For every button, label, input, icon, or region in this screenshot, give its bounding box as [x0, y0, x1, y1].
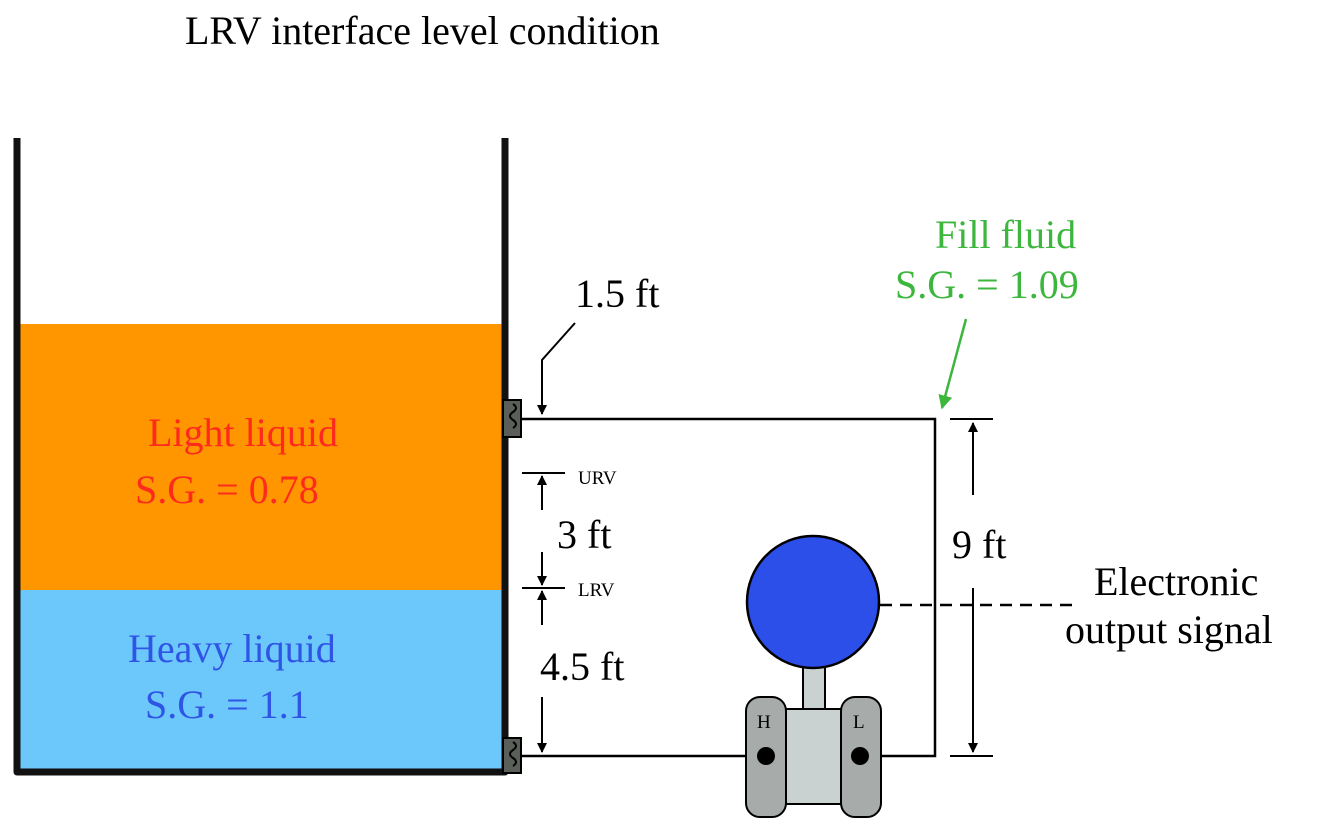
low-port-connection	[851, 747, 869, 765]
diagram-title: LRV interface level condition	[185, 8, 660, 53]
transmitter-body	[784, 708, 844, 805]
tap-separation-label: 9 ft	[952, 522, 1006, 567]
high-port-label: H	[757, 712, 771, 733]
urv-marker: URV	[578, 468, 617, 489]
output-signal-label-line2: output signal	[1065, 607, 1273, 652]
fill-fluid-label: Fill fluid	[935, 212, 1076, 257]
top-tap-nozzle	[502, 399, 522, 438]
heavy-liquid-layer	[18, 590, 504, 770]
light-liquid-label: Light liquid	[148, 410, 338, 455]
transmitter-head	[745, 534, 881, 670]
top-tap-leader	[537, 322, 576, 415]
fill-fluid-sg: S.G. = 1.09	[895, 262, 1079, 307]
tank-walls	[13, 138, 509, 776]
span-label: 3 ft	[557, 512, 611, 557]
low-side-impulse-line	[521, 417, 937, 758]
high-port-connection	[757, 747, 775, 765]
light-liquid-layer	[18, 324, 504, 590]
top-tap-offset-label: 1.5 ft	[575, 271, 659, 316]
light-liquid-sg: S.G. = 0.78	[135, 467, 319, 512]
bottom-tap-nozzle	[502, 737, 522, 774]
dp-transmitter: H L	[745, 534, 882, 818]
output-signal-label-line1: Electronic	[1094, 559, 1258, 604]
lrv-marker: LRV	[578, 580, 615, 601]
low-port-label: L	[853, 712, 865, 733]
transmitter-neck	[802, 665, 826, 711]
fill-fluid-pointer	[938, 318, 968, 410]
lrv-height-label: 4.5 ft	[540, 644, 624, 689]
heavy-liquid-sg: S.G. = 1.1	[145, 682, 309, 727]
heavy-liquid-label: Heavy liquid	[128, 626, 336, 671]
